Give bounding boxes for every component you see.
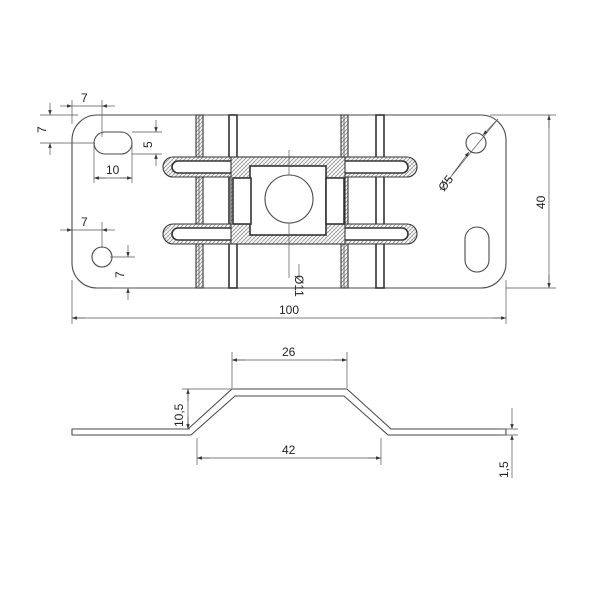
svg-text:Ø11: Ø11	[292, 275, 306, 297]
svg-text:42: 42	[282, 443, 296, 457]
side-profile	[71, 388, 507, 436]
dim-small-hole-dia: Ø5	[435, 118, 499, 194]
top-view: 7 7 10 5	[35, 91, 556, 324]
dim-lower-hole-y: 7	[110, 245, 135, 300]
svg-text:100: 100	[279, 303, 299, 317]
dim-slot-height: 5	[132, 120, 162, 166]
svg-text:26: 26	[282, 345, 296, 359]
upper-left-slot	[93, 131, 133, 155]
svg-text:40: 40	[534, 195, 548, 209]
dim-plate-height: 40	[490, 114, 556, 289]
dim-center-hole-dia: Ø11	[292, 264, 306, 297]
dim-base-span: 42	[196, 438, 382, 465]
svg-text:5: 5	[141, 141, 155, 148]
svg-text:Ø5: Ø5	[435, 172, 456, 193]
dim-top-flat: 26	[231, 345, 348, 388]
side-view: 26 10,5 42 1,5	[71, 345, 518, 478]
svg-text:1,5: 1,5	[497, 461, 511, 478]
dim-plate-length: 100	[71, 280, 507, 324]
dim-hole-edge-y: 7	[35, 103, 95, 155]
dim-bend-height: 10,5	[172, 388, 232, 430]
svg-text:7: 7	[81, 91, 88, 105]
dim-thickness: 1,5	[497, 408, 518, 478]
svg-text:7: 7	[35, 126, 49, 133]
lower-right-slot	[464, 226, 490, 273]
dim-slot-length: 10	[93, 145, 133, 183]
center-frame	[230, 150, 346, 278]
svg-text:10,5: 10,5	[172, 403, 186, 427]
svg-text:7: 7	[113, 271, 127, 278]
svg-text:10: 10	[106, 163, 120, 177]
lower-left-hole	[91, 246, 113, 268]
upper-right-hole	[465, 132, 487, 154]
svg-text:7: 7	[81, 215, 88, 229]
plate-outline	[71, 114, 507, 289]
dim-hole-edge-x: 7	[60, 91, 115, 137]
dim-lower-hole-x: 7	[60, 215, 115, 248]
